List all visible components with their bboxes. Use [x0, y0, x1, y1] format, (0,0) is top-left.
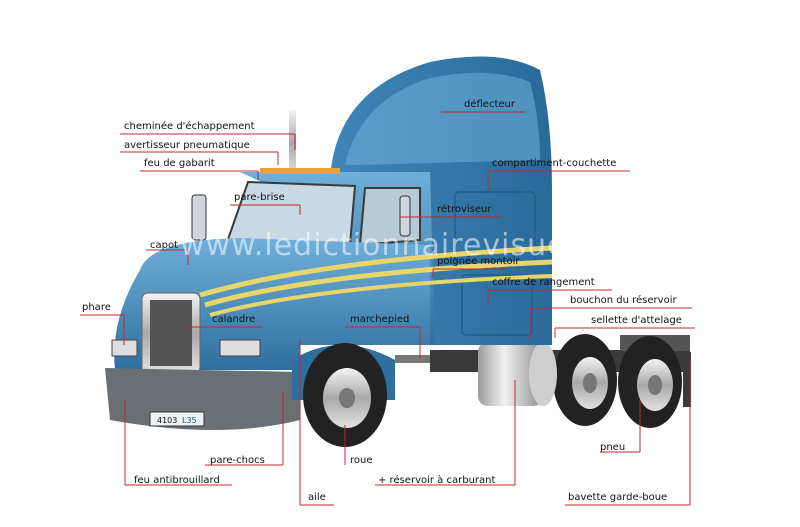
label-aile: aile	[308, 492, 326, 503]
label-cheminee: cheminée d'échappement	[124, 121, 255, 132]
label-poignee: poignée montoir	[437, 256, 520, 267]
label-deflecteur: déflecteur	[464, 99, 515, 110]
label-bavette: bavette garde-boue	[568, 492, 668, 503]
label-phare: phare	[82, 302, 111, 313]
label-marchepied: marchepied	[350, 314, 410, 325]
label-pare-brise: pare-brise	[234, 192, 285, 203]
label-avertisseur: avertisseur pneumatique	[124, 140, 250, 151]
label-roue: roue	[350, 455, 373, 466]
label-feu-antibrouillard: feu antibrouillard	[134, 475, 220, 486]
label-sellette: sellette d'attelage	[591, 315, 682, 326]
label-bouchon: bouchon du réservoir	[570, 295, 677, 306]
label-retroviseur: rétroviseur	[437, 204, 492, 215]
rear-wheels	[553, 334, 691, 428]
label-compartiment: compartiment-couchette	[492, 158, 617, 169]
leader-lines	[80, 111, 695, 506]
mirrors	[191, 194, 411, 241]
label-reservoir: + réservoir à carburant	[378, 475, 496, 486]
step	[395, 355, 430, 363]
label-coffre: coffre de rangement	[492, 277, 595, 288]
label-feu-gabarit: feu de gabarit	[144, 158, 215, 169]
grille	[141, 292, 201, 374]
plate-left: 4103	[157, 416, 178, 425]
bumper	[105, 368, 300, 430]
label-pneu: pneu	[600, 442, 626, 453]
plate-right: L35	[182, 416, 197, 425]
label-calandre: calandre	[212, 314, 256, 325]
front-wheel	[292, 343, 395, 447]
label-capot: capot	[150, 240, 179, 251]
watermark: www.ledictionnairevisuel.com	[180, 228, 654, 263]
fuel-tank	[478, 336, 557, 406]
sleeper-cab	[330, 56, 552, 346]
label-pare-chocs: pare-chocs	[210, 455, 265, 466]
